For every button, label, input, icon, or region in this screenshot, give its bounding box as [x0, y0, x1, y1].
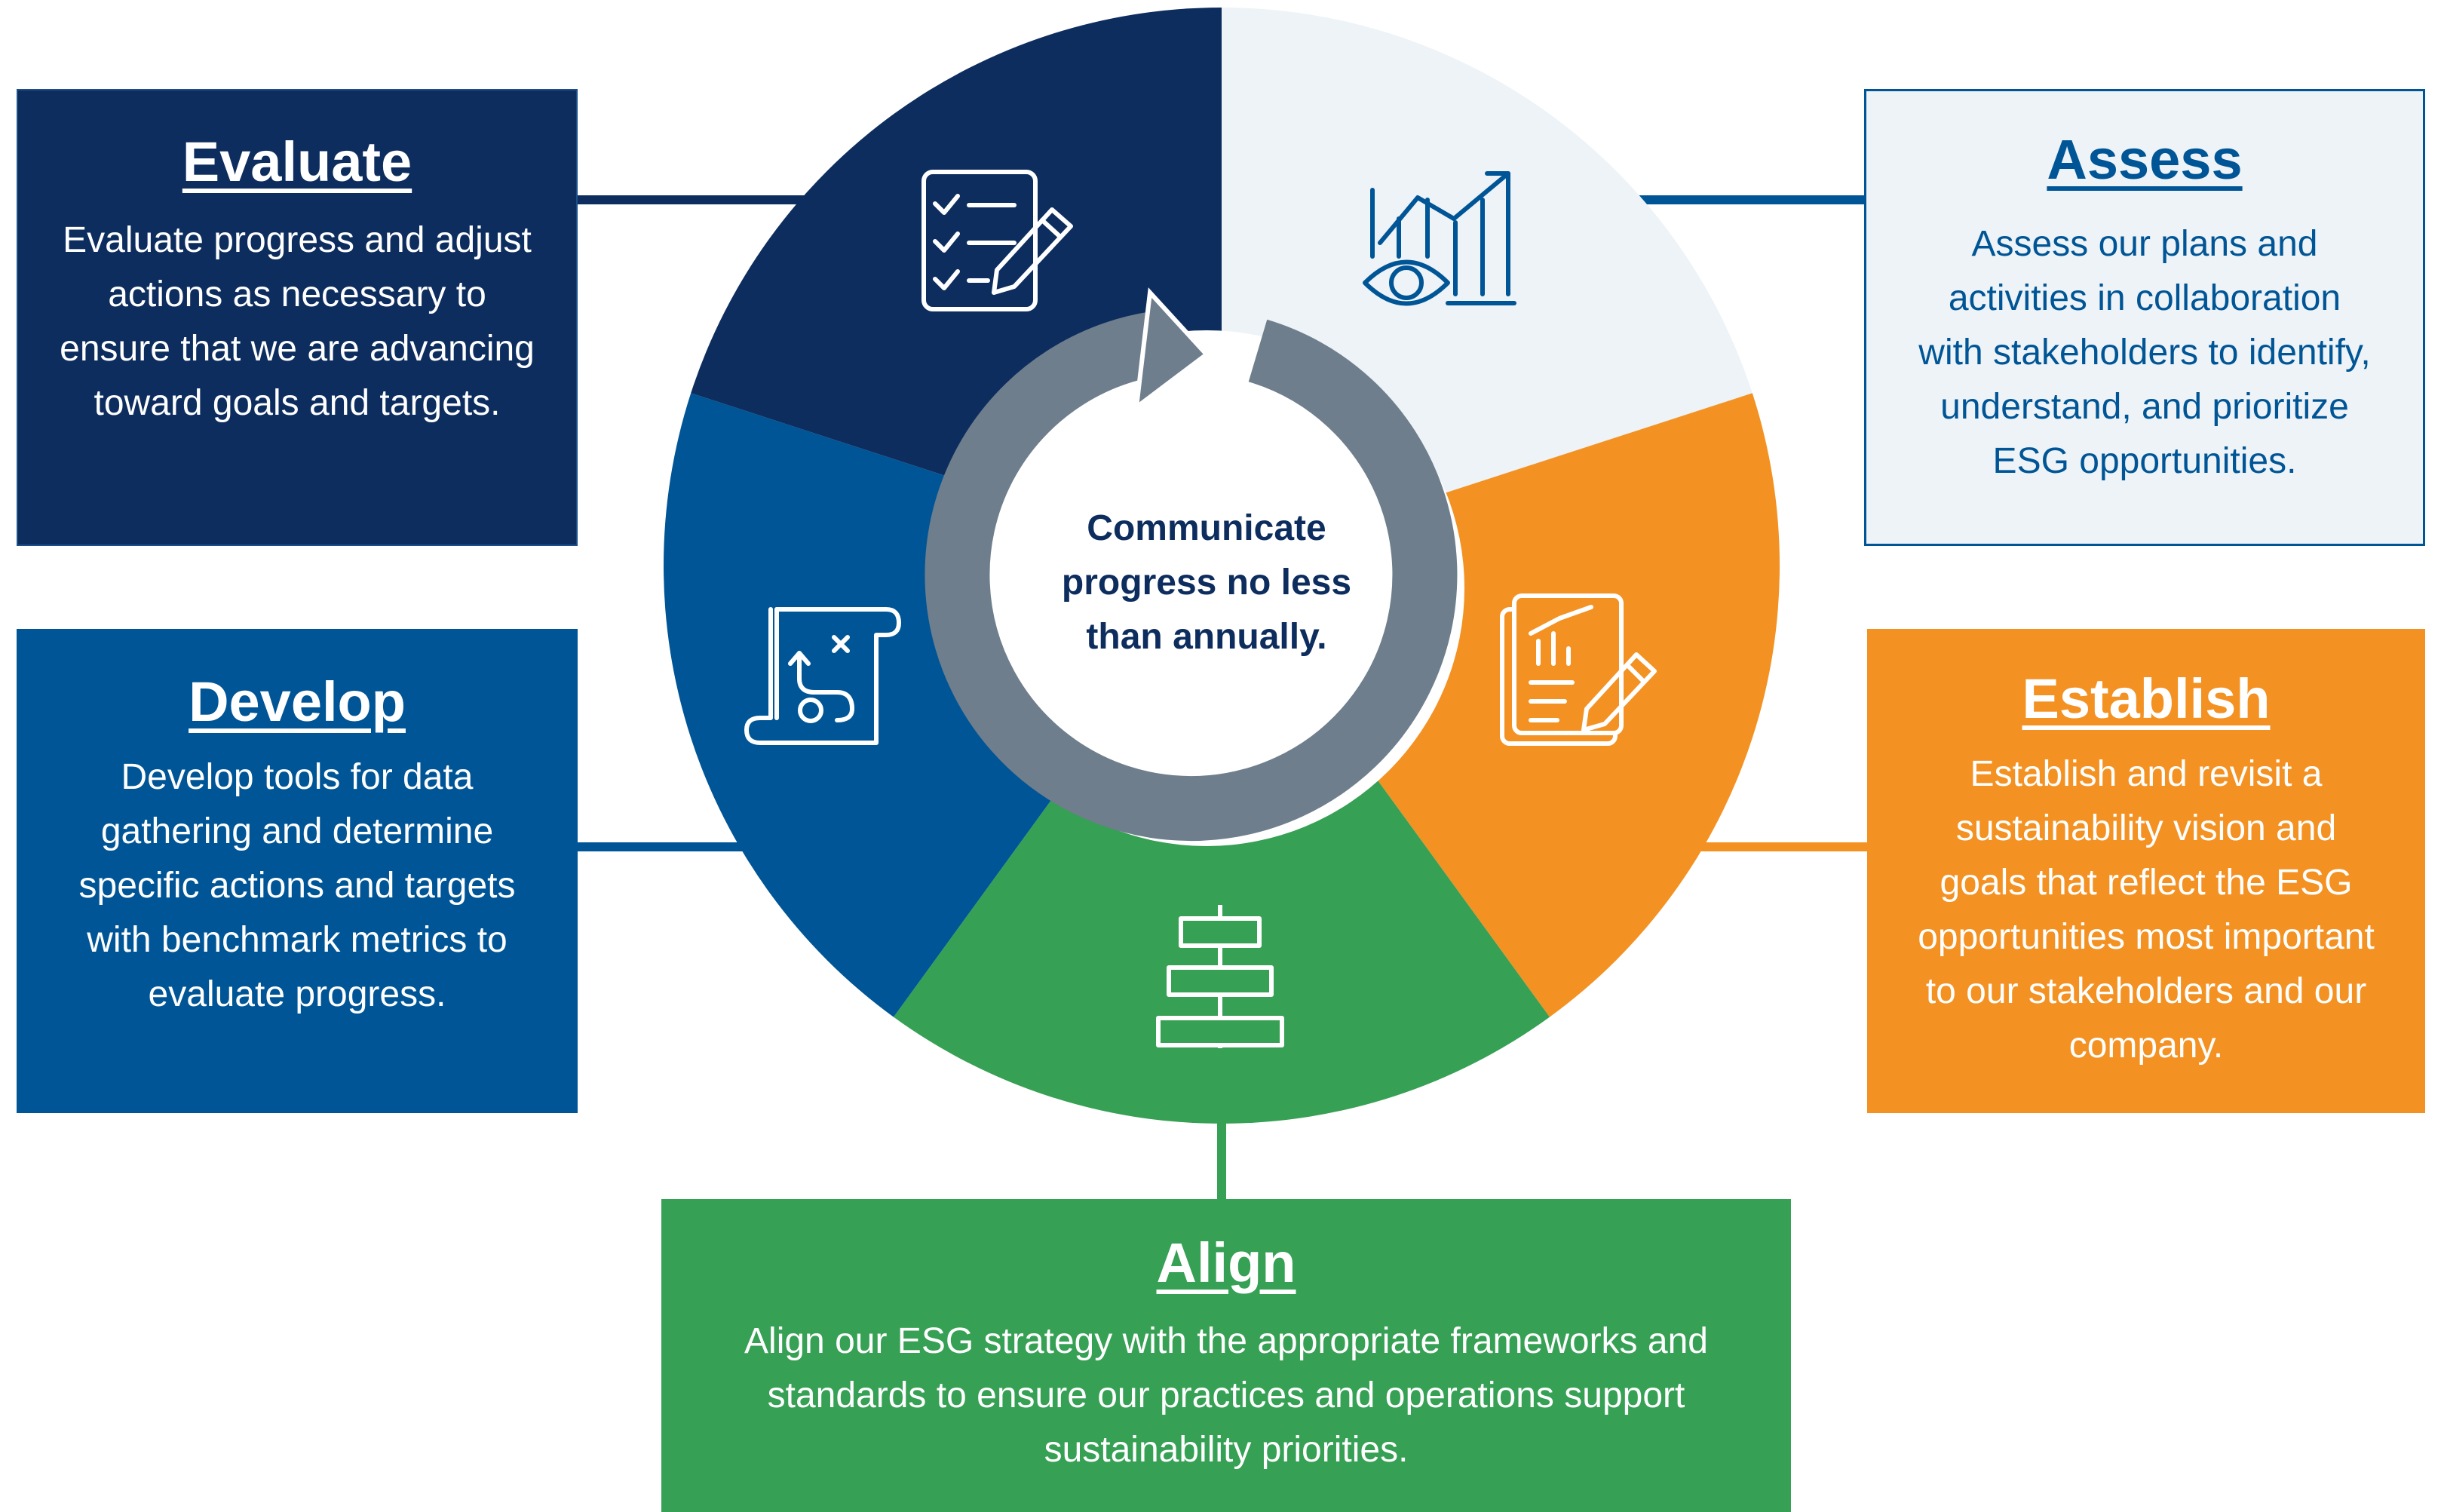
develop-title: Develop [189, 670, 406, 733]
establish-description: Establish and revisit a sustainability v… [1867, 747, 2425, 1073]
establish-title: Establish [2022, 667, 2271, 730]
alignment-bars-icon [1156, 905, 1284, 1048]
assess-line-5: ESG opportunities. [1992, 441, 2297, 481]
center-line-1: Communicate [1087, 508, 1326, 548]
develop-line-1: Develop tools for data [121, 757, 474, 797]
evaluate-description: Evaluate progress and adjust actions as … [18, 213, 576, 431]
establish-line-4: opportunities most important [1918, 917, 2375, 957]
establish-card: Establish Establish and revisit a sustai… [1867, 629, 2425, 1113]
establish-line-3: goals that reflect the ESG [1940, 863, 2353, 903]
cycle-arrow [925, 310, 1458, 842]
cycle-arrowhead [1133, 287, 1210, 413]
evaluate-line-3: ensure that we are advancing [60, 329, 535, 369]
assess-title: Assess [2047, 128, 2243, 191]
report-pencil-icon [1500, 593, 1657, 746]
evaluate-line-1: Evaluate progress and adjust [63, 220, 532, 260]
establish-line-2: sustainability vision and [1955, 808, 2337, 848]
evaluate-line-2: actions as necessary to [108, 274, 486, 314]
align-description: Align our ESG strategy with the appropri… [661, 1314, 1791, 1477]
align-line-3: sustainability priorities. [1044, 1430, 1409, 1470]
assess-description: Assess our plans and activities in colla… [1866, 217, 2423, 489]
align-card: Align Align our ESG strategy with the ap… [661, 1199, 1791, 1512]
align-title: Align [1156, 1231, 1296, 1294]
evaluate-card: Evaluate Evaluate progress and adjust ac… [17, 89, 578, 546]
develop-line-5: evaluate progress. [148, 974, 446, 1014]
develop-line-2: gathering and determine [100, 811, 494, 851]
develop-card: Develop Develop tools for data gathering… [17, 629, 578, 1113]
establish-line-6: company. [2068, 1026, 2224, 1066]
develop-line-4: with benchmark metrics to [87, 920, 508, 960]
strategy-map-icon [744, 607, 901, 745]
center-line-3: than annually. [1086, 617, 1327, 657]
assess-line-3: with stakeholders to identify, [1918, 333, 2371, 373]
align-line-1: Align our ESG strategy with the appropri… [744, 1321, 1708, 1361]
assess-line-2: activities in collaboration [1948, 278, 2341, 318]
assess-line-1: Assess our plans and [1971, 224, 2318, 264]
develop-line-3: specific actions and targets [78, 866, 516, 906]
center-line-2: progress no less [1061, 563, 1352, 603]
evaluate-title: Evaluate [182, 130, 412, 193]
develop-description: Develop tools for data gathering and det… [17, 750, 578, 1022]
chart-eye-icon [1363, 171, 1516, 306]
checklist-pencil-icon [921, 170, 1073, 311]
evaluate-line-4: toward goals and targets. [94, 383, 501, 423]
establish-line-5: to our stakeholders and our [1925, 971, 2367, 1011]
assess-line-4: understand, and prioritize [1940, 387, 2349, 427]
establish-line-1: Establish and revisit a [1970, 754, 2323, 794]
center-message: Communicate progress no less than annual… [1018, 501, 1395, 664]
assess-card: Assess Assess our plans and activities i… [1864, 89, 2425, 546]
align-line-2: standards to ensure our practices and op… [767, 1376, 1685, 1415]
